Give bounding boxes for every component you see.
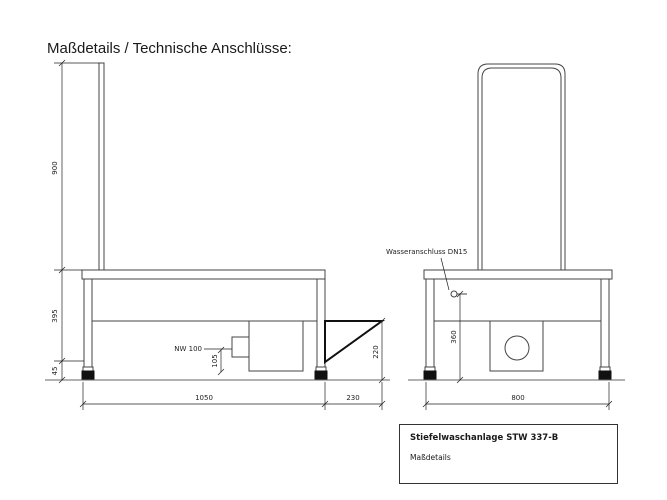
side-top-frame xyxy=(81,269,326,280)
page-heading: Maßdetails / Technische Anschlüsse: xyxy=(47,40,292,57)
front-drain-outlet xyxy=(504,335,530,361)
water-inlet xyxy=(450,290,458,298)
front-foot-left xyxy=(423,370,437,380)
drain-box xyxy=(248,320,304,372)
dim-rail-height: 900 xyxy=(51,161,59,174)
dim-length: 1050 xyxy=(195,394,213,402)
side-left-leg xyxy=(83,278,93,368)
drain-pipe xyxy=(231,336,250,358)
title-block-title: Stiefelwaschanlage STW 337-B xyxy=(410,433,559,443)
dim-frame-height: 395 xyxy=(51,309,59,322)
dim-inlet-height: 360 xyxy=(450,330,458,343)
drain-label: NW 100 xyxy=(174,345,202,353)
front-top-frame xyxy=(423,269,613,280)
side-right-leg xyxy=(316,278,326,368)
title-block: Stiefelwaschanlage STW 337-B Maßdetails xyxy=(399,424,618,484)
side-handle-rail xyxy=(98,62,105,272)
dim-foot-height: 45 xyxy=(51,367,59,376)
ramp xyxy=(324,320,386,364)
side-foot-left xyxy=(81,370,95,380)
water-connection-label: Wasseranschluss DN15 xyxy=(386,248,467,256)
dim-width: 800 xyxy=(511,394,524,402)
front-left-leg xyxy=(425,278,435,368)
front-right-leg xyxy=(600,278,610,368)
dim-ramp-height: 220 xyxy=(372,345,380,358)
side-foot-right xyxy=(314,370,328,380)
dim-drain-height: 105 xyxy=(211,354,219,367)
title-block-subtitle: Maßdetails xyxy=(410,453,451,462)
dim-ramp-length: 230 xyxy=(346,394,359,402)
front-foot-right xyxy=(598,370,612,380)
